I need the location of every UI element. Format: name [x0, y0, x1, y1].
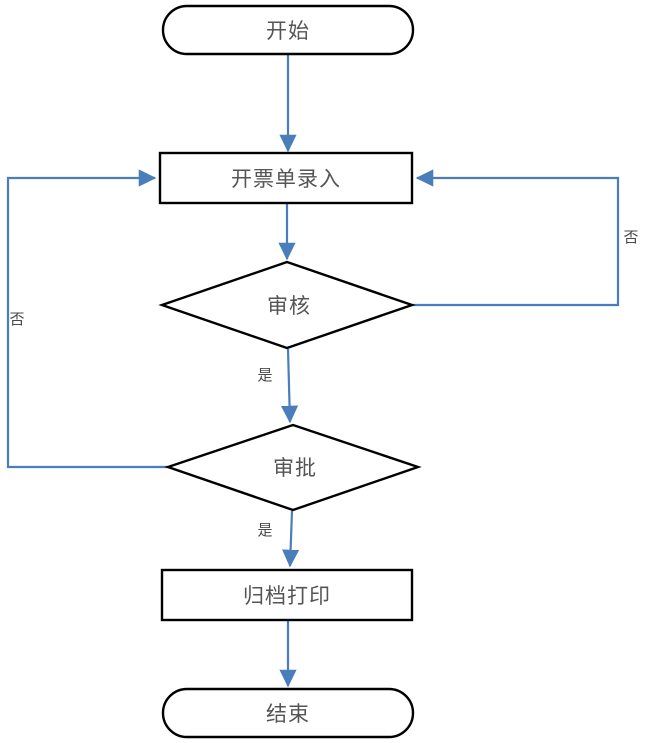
edge-review-yes-to-approve	[280, 348, 299, 424]
node-archive-print-label: 归档打印	[243, 584, 331, 608]
edge-approve-yes-to-archive	[282, 510, 300, 568]
node-review[interactable]: 审核	[158, 260, 416, 350]
edge-label-yes-approve: 是	[257, 523, 272, 539]
edge-label-no-right: 否	[623, 230, 638, 246]
edge-approve-no-to-entry	[6, 169, 168, 469]
node-end-shape	[161, 687, 415, 739]
node-invoice-entry-shape	[158, 151, 414, 205]
node-archive-print[interactable]: 归档打印	[160, 568, 414, 622]
node-review-label: 审核	[267, 294, 311, 318]
node-invoice-entry-label: 开票单录入	[231, 167, 341, 191]
node-start-label: 开始	[266, 19, 310, 43]
node-approve[interactable]: 审批	[164, 423, 422, 512]
node-start[interactable]: 开始	[161, 4, 415, 56]
node-approve-shape	[164, 423, 422, 512]
node-review-shape	[158, 260, 416, 350]
node-invoice-entry[interactable]: 开票单录入	[158, 151, 414, 205]
edge-label-yes-review: 是	[257, 368, 272, 384]
node-archive-print-shape	[160, 568, 414, 622]
edge-review-no-to-entry	[412, 169, 620, 307]
node-start-shape	[161, 4, 415, 56]
edge-label-no-left: 否	[9, 312, 24, 328]
node-end[interactable]: 结束	[161, 687, 415, 739]
node-approve-label: 审批	[273, 456, 317, 480]
node-end-label: 结束	[266, 702, 310, 726]
